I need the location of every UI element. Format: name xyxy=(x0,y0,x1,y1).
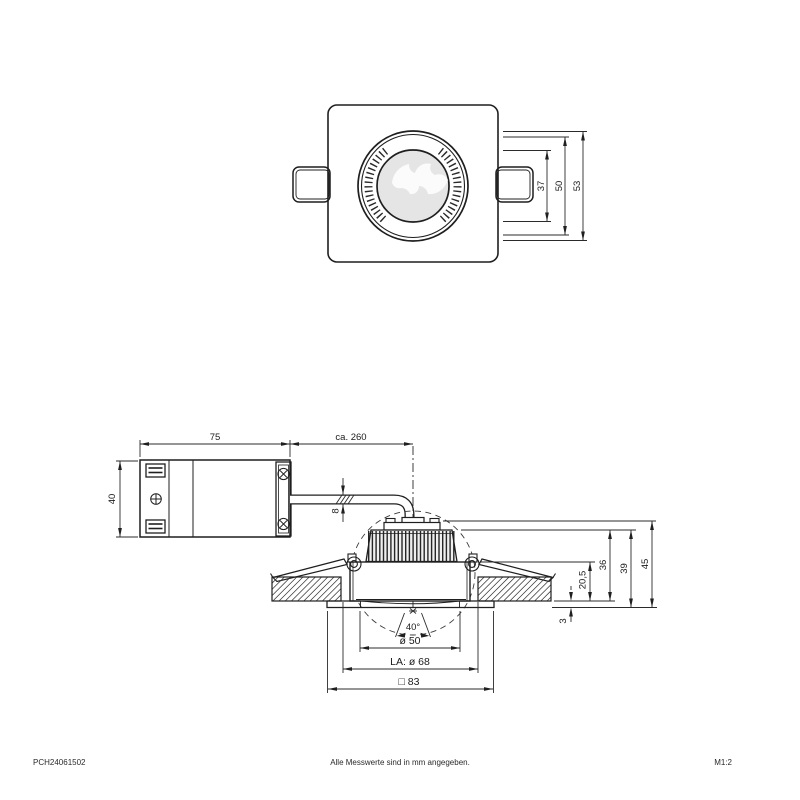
dim-trim-thickness: 3 xyxy=(558,618,569,623)
dim-driver-height: 40 xyxy=(107,494,118,505)
outer-ring xyxy=(357,130,469,242)
dim-bezel-diameter: 53 xyxy=(572,181,583,192)
side-view: 75 ca. 260 40 8 20,5 36 39 45 3 40° ø 50… xyxy=(107,432,657,693)
cable-cut-mark xyxy=(335,494,355,505)
dim-cable-diameter: 8 xyxy=(331,508,342,513)
top-view-arrows xyxy=(545,131,585,241)
side-view-arrows xyxy=(118,442,654,691)
dim-driver-length: 75 xyxy=(210,432,221,443)
lens-face xyxy=(361,600,461,605)
side-view-extension-lines xyxy=(116,440,657,693)
dim-height-with-trim: 39 xyxy=(619,563,630,574)
side-view-dimension-lines xyxy=(119,443,653,690)
dim-total-height: 45 xyxy=(640,559,651,570)
terminal-block-bottom xyxy=(145,519,166,534)
cable xyxy=(290,494,415,519)
trim-plate xyxy=(326,599,495,609)
lens-reflection xyxy=(392,163,448,195)
screw-icon xyxy=(150,493,162,505)
inner-ring xyxy=(360,133,466,239)
terminal-block-top xyxy=(145,463,166,478)
dim-trim-square: □ 83 xyxy=(399,676,420,688)
dim-recess-depth: 36 xyxy=(598,560,609,571)
output-connector xyxy=(275,461,292,537)
footer-scale: M1:2 xyxy=(714,758,732,767)
heatsink xyxy=(365,516,458,563)
bezel-frame xyxy=(327,104,499,263)
mounting-tab-left xyxy=(292,166,331,203)
spring-clip-left xyxy=(270,556,362,583)
beam-cone xyxy=(395,608,431,638)
mounting-tab-right xyxy=(495,166,534,203)
dim-ring-diameter: 50 xyxy=(554,181,565,192)
dim-clamp-range: 20,5 xyxy=(578,571,589,590)
knurl-ticks-left xyxy=(364,147,389,225)
top-view: 37 50 53 xyxy=(292,104,587,263)
dim-cutout: LA: ø 68 xyxy=(390,656,430,668)
footer-article-code: PCH24061502 xyxy=(33,758,86,767)
footer: PCH24061502 Alle Messwerte sind in mm an… xyxy=(33,758,733,767)
dim-aperture: ø 50 xyxy=(399,635,420,647)
beam-angle-arrows xyxy=(396,632,430,638)
dim-lens-diameter: 37 xyxy=(536,181,547,192)
knurl-ticks-right xyxy=(437,147,462,225)
clip-bracket-left xyxy=(347,553,357,563)
ceiling-panel-left xyxy=(271,576,342,602)
spring-clip-right xyxy=(464,556,556,583)
top-view-dimension-lines xyxy=(546,131,584,241)
top-view-extension-lines xyxy=(503,131,587,241)
driver-box xyxy=(139,459,292,538)
footer-note: Alle Messwerte sind in mm angegeben. xyxy=(330,758,470,767)
dim-beam-angle: 40° xyxy=(406,622,421,633)
dim-cable-length: ca. 260 xyxy=(335,432,366,443)
ceiling-panel-right xyxy=(477,576,552,602)
